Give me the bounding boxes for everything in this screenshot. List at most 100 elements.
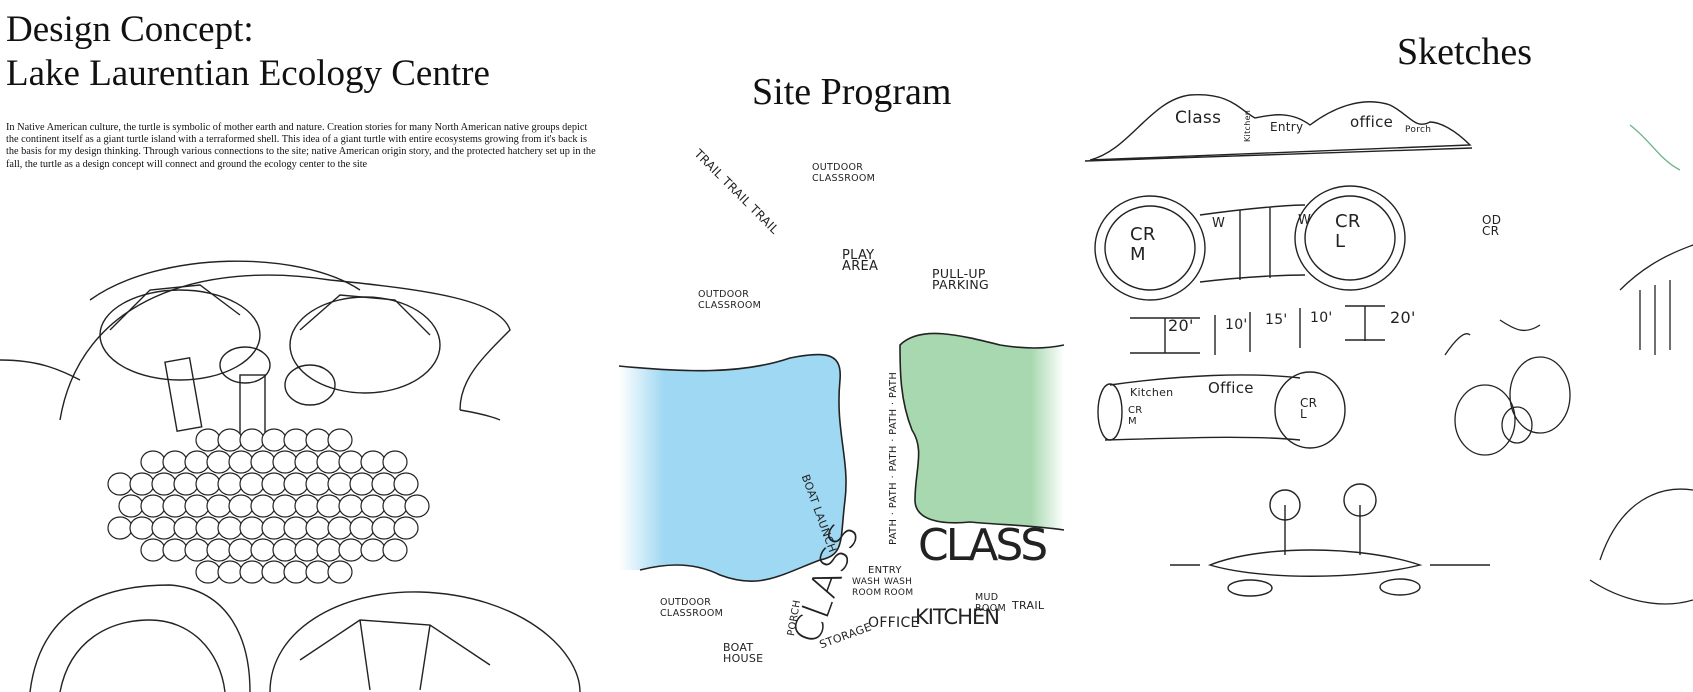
label-boat-house: BOAT HOUSE xyxy=(723,641,764,665)
egg xyxy=(118,494,144,518)
egg xyxy=(272,494,298,518)
egg xyxy=(184,538,210,562)
label-path: PATH · PATH · PATH · PATH · PATH xyxy=(888,371,899,545)
egg xyxy=(305,516,331,540)
egg xyxy=(228,538,254,562)
sketch-dim-1: 20' xyxy=(1168,316,1194,335)
label-outdoor-classroom-bottom: OUTDOOR CLASSROOM xyxy=(660,597,724,619)
label-kitchen: KITCHEN xyxy=(915,605,1000,629)
egg xyxy=(195,516,221,540)
egg xyxy=(316,494,342,518)
sketch-label-porch: Porch xyxy=(1405,125,1432,135)
sketch-label-office: office xyxy=(1350,113,1394,131)
label-play-area: PLAY AREA xyxy=(842,248,879,274)
egg xyxy=(327,560,353,584)
label-outdoor-classroom-top: OUTDOOR CLASSROOM xyxy=(812,162,876,184)
egg xyxy=(206,494,232,518)
label-mud-room: MUD ROOM xyxy=(975,592,1006,614)
egg xyxy=(261,428,287,452)
egg xyxy=(349,516,375,540)
sketch-label-class: Class xyxy=(1175,108,1222,128)
forest-shape xyxy=(900,333,1064,530)
egg xyxy=(239,560,265,584)
egg xyxy=(140,450,166,474)
egg xyxy=(294,450,320,474)
egg xyxy=(217,560,243,584)
egg xyxy=(360,450,386,474)
egg xyxy=(393,472,419,496)
egg xyxy=(349,472,375,496)
egg xyxy=(382,494,408,518)
egg xyxy=(294,538,320,562)
egg xyxy=(305,472,331,496)
label-outdoor-classroom-left: OUTDOOR CLASSROOM xyxy=(698,289,762,311)
egg xyxy=(327,472,353,496)
label-entry: ENTRY xyxy=(868,565,902,576)
egg xyxy=(140,538,166,562)
sketch-label-office2: Office xyxy=(1208,379,1254,397)
egg xyxy=(195,560,221,584)
egg xyxy=(140,494,166,518)
egg xyxy=(129,516,155,540)
concept-title-line1: Design Concept: xyxy=(6,9,254,50)
sketch-label-cr-m: CR M xyxy=(1130,224,1156,265)
sketch-label-kitchen2: Kitchen xyxy=(1130,386,1174,399)
egg xyxy=(283,428,309,452)
sketch-label-kitchen: Kitchen xyxy=(1243,109,1252,142)
egg xyxy=(382,450,408,474)
site-program-title: Site Program xyxy=(752,71,952,113)
egg xyxy=(294,494,320,518)
sketch-dim-3: 15' xyxy=(1265,312,1288,328)
label-wash-room-2: WASH ROOM xyxy=(884,577,914,598)
egg xyxy=(283,560,309,584)
egg xyxy=(371,516,397,540)
egg xyxy=(261,560,287,584)
egg xyxy=(261,516,287,540)
egg xyxy=(228,494,254,518)
egg xyxy=(272,538,298,562)
turtle-pair-sketch xyxy=(1444,319,1571,456)
egg xyxy=(217,516,243,540)
sketch-label-entry: Entry xyxy=(1270,120,1304,134)
floor-plan-sketch xyxy=(1094,185,1406,449)
egg xyxy=(239,428,265,452)
egg xyxy=(162,494,188,518)
egg xyxy=(173,516,199,540)
egg xyxy=(305,560,331,584)
egg xyxy=(239,516,265,540)
label-wash-room-1: WASH ROOM xyxy=(852,577,882,598)
egg xyxy=(338,538,364,562)
concept-description: In Native American culture, the turtle i… xyxy=(6,122,596,170)
lake-shore xyxy=(618,353,847,582)
label-office: OFFICE xyxy=(868,615,920,631)
edge-sketches xyxy=(1589,124,1693,605)
egg xyxy=(228,450,254,474)
egg xyxy=(195,428,221,452)
egg xyxy=(393,516,419,540)
label-trail: TRAIL xyxy=(1012,599,1045,612)
forest-edge xyxy=(899,332,1065,531)
egg xyxy=(184,450,210,474)
sketch-dim-4: 10' xyxy=(1310,310,1333,326)
section-elevation-sketch xyxy=(1084,94,1473,162)
egg xyxy=(162,450,188,474)
egg xyxy=(151,472,177,496)
egg xyxy=(129,472,155,496)
egg xyxy=(195,472,221,496)
egg xyxy=(250,450,276,474)
egg xyxy=(239,472,265,496)
egg xyxy=(272,450,298,474)
egg xyxy=(173,472,199,496)
egg xyxy=(371,472,397,496)
egg xyxy=(283,516,309,540)
egg xyxy=(151,516,177,540)
lake-shape xyxy=(619,354,847,582)
egg xyxy=(327,428,353,452)
egg xyxy=(305,428,331,452)
concept-title: Design Concept: Lake Laurentian Ecology … xyxy=(6,8,490,96)
egg xyxy=(283,472,309,496)
sketch-label-cr-m2: CR M xyxy=(1128,405,1143,427)
egg xyxy=(382,538,408,562)
egg xyxy=(316,450,342,474)
sketch-label-cr-l2: CR L xyxy=(1300,396,1318,421)
